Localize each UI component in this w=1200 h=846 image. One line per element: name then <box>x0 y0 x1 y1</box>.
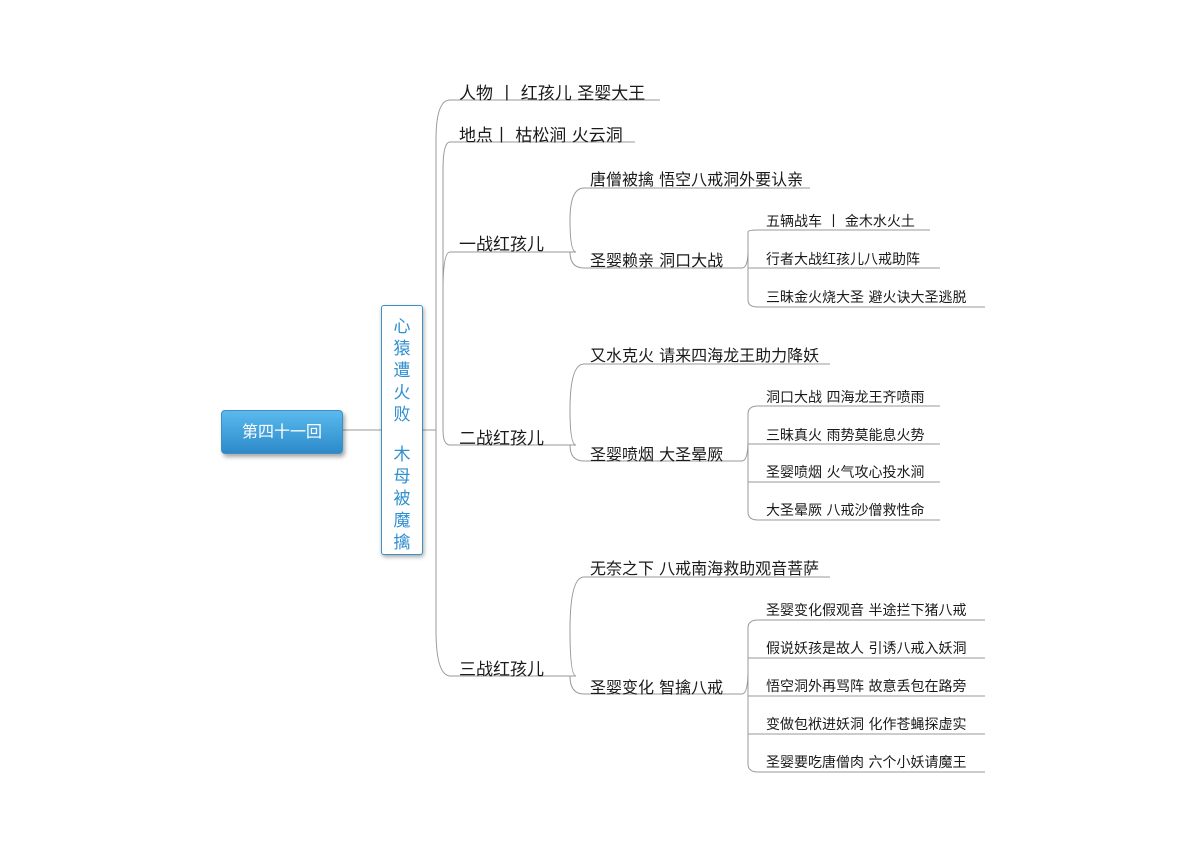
battle-3-detail[interactable]: 假说妖孩是故人 引诱八戒入妖洞 <box>766 641 967 657</box>
title-char: 擒 <box>393 533 411 553</box>
battle-2-sub-2[interactable]: 圣婴喷烟 大圣晕厥 <box>590 445 724 464</box>
root-node[interactable]: 第四十一回 <box>221 410 343 454</box>
battle-1-sub-2[interactable]: 圣婴赖亲 洞口大战 <box>590 251 724 270</box>
battle-2-detail[interactable]: 三昧真火 雨势莫能息火势 <box>766 428 925 444</box>
title-char: 被 <box>393 489 411 509</box>
battle-2-detail[interactable]: 大圣晕厥 八戒沙僧救性命 <box>766 503 925 519</box>
battle-2-detail[interactable]: 洞口大战 四海龙王齐喷雨 <box>766 390 925 406</box>
title-char: 木 <box>393 445 411 465</box>
title-char: 心 <box>393 317 411 337</box>
battle-1-detail[interactable]: 五辆战车 丨 金木水火土 <box>766 214 915 230</box>
title-char: 败 <box>393 405 411 425</box>
branch-place[interactable]: 地点丨 枯松涧 火云洞 <box>459 126 623 146</box>
battle-3-detail[interactable]: 圣婴要吃唐僧肉 六个小妖请魔王 <box>766 755 967 771</box>
battle-2-detail[interactable]: 圣婴喷烟 火气攻心投水涧 <box>766 465 925 481</box>
battle-2-sub-1[interactable]: 又水克火 请来四海龙王助力降妖 <box>590 346 820 365</box>
battle-3-sub-2[interactable]: 圣婴变化 智擒八戒 <box>590 678 724 697</box>
title-char: 母 <box>393 467 411 487</box>
branch-battle-2[interactable]: 二战红孩儿 <box>459 429 544 449</box>
battle-3-detail[interactable]: 悟空洞外再骂阵 故意丢包在路旁 <box>766 679 967 695</box>
battle-1-detail[interactable]: 三昧金火烧大圣 避火诀大圣逃脱 <box>766 290 967 306</box>
title-char: 火 <box>393 383 411 403</box>
chapter-title-node[interactable]: 心 猿 遭 火 败 木 母 被 魔 擒 <box>381 305 423 555</box>
battle-1-sub-1[interactable]: 唐僧被擒 悟空八戒洞外要认亲 <box>590 170 804 189</box>
title-column-1: 心 猿 遭 火 败 <box>382 316 422 426</box>
title-char: 魔 <box>393 511 411 531</box>
battle-3-detail[interactable]: 变做包袱进妖洞 化作苍蝇探虚实 <box>766 717 967 733</box>
title-column-2: 木 母 被 魔 擒 <box>382 444 422 554</box>
branch-battle-3[interactable]: 三战红孩儿 <box>459 660 544 680</box>
battle-1-detail[interactable]: 行者大战红孩儿八戒助阵 <box>766 252 920 268</box>
branch-battle-1[interactable]: 一战红孩儿 <box>459 235 544 255</box>
battle-3-detail[interactable]: 圣婴变化假观音 半途拦下猪八戒 <box>766 603 967 619</box>
title-char: 猿 <box>393 339 411 359</box>
branch-people[interactable]: 人物 丨 红孩儿 圣婴大王 <box>459 84 646 104</box>
title-char: 遭 <box>393 361 411 381</box>
battle-3-sub-1[interactable]: 无奈之下 八戒南海救助观音菩萨 <box>590 559 820 578</box>
